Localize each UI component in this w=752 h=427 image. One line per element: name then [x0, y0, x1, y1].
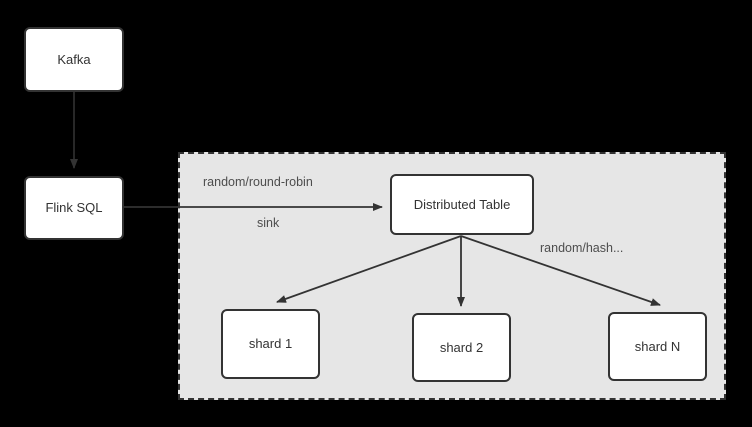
- node-shard-1[interactable]: shard 1: [221, 309, 320, 379]
- edge-label-random-hash: random/hash...: [540, 241, 624, 255]
- node-shard-2[interactable]: shard 2: [412, 313, 511, 382]
- node-shard-2-label: shard 2: [439, 339, 484, 355]
- node-distributed-table-label: Distributed Table: [413, 196, 511, 212]
- node-shard-n[interactable]: shard N: [608, 312, 707, 381]
- node-kafka-label: Kafka: [57, 51, 91, 67]
- edge-label-sink: sink: [257, 216, 280, 230]
- node-shard-n-label: shard N: [634, 338, 681, 354]
- node-flink-sql[interactable]: Flink SQL: [24, 176, 124, 240]
- edge-label-random-round-robin: random/round-robin: [203, 175, 313, 189]
- node-kafka[interactable]: Kafka: [24, 27, 124, 92]
- node-distributed-table[interactable]: Distributed Table: [390, 174, 534, 235]
- node-shard-1-label: shard 1: [248, 336, 293, 352]
- node-flink-sql-label: Flink SQL: [45, 200, 103, 216]
